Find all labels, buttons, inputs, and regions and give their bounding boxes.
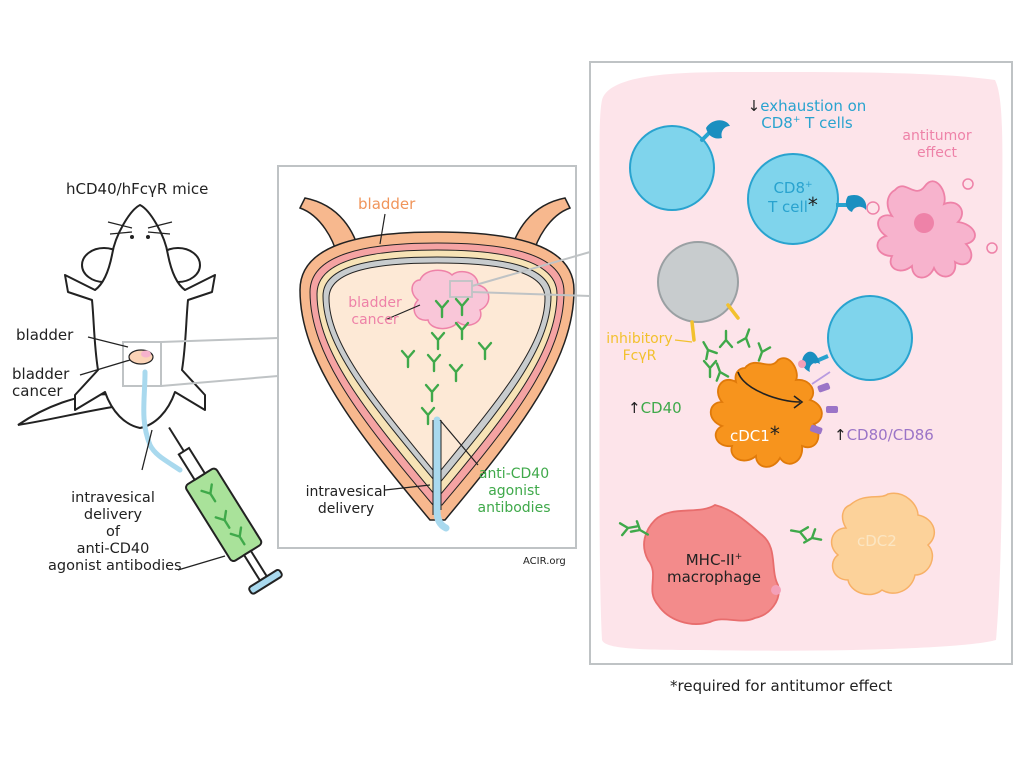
tcell-top [629, 120, 730, 211]
mouse-zoom-box [122, 341, 162, 387]
cd40-text: CD40 [640, 399, 682, 417]
mouse-delivery-label: intravesical delivery of anti-CD40 agoni… [48, 490, 182, 574]
mouse-body [64, 204, 216, 429]
panel-connectors [471, 251, 591, 297]
zoom-tumor [411, 269, 490, 330]
mouse-cancer [141, 350, 151, 358]
tcell-cdc1-contact [802, 295, 913, 385]
zoom-bladder-label: bladder [358, 195, 416, 213]
mouse-title: hCD40/hFcγR mice [66, 180, 209, 198]
exhaustion-text: exhaustion on [760, 97, 867, 115]
bladder-cross-section [298, 197, 575, 532]
cd80-text: CD80/CD86 [846, 426, 934, 444]
zoom-delivery-label: intravesical delivery [305, 484, 387, 517]
zoom-cancer-label: bladder cancer [348, 295, 402, 328]
cd8-text: CD8 [761, 114, 793, 132]
cdc2-label: cDC2 [857, 532, 897, 550]
tcell-cd8-text: CD8 [773, 179, 806, 197]
mouse-cancer-label: bladder cancer [12, 365, 70, 400]
syringe [168, 426, 283, 595]
macrophage-label: MHC-II+ macrophage [664, 552, 764, 586]
inhibitory-fcgr-label: inhibitory FcγR [606, 331, 673, 364]
fcgr-cell [657, 241, 740, 343]
cd8-sup: + [792, 115, 801, 125]
cd80-label: ↑CD80/CD86 [834, 427, 934, 444]
macrophage-cell [618, 504, 781, 625]
cd8-suffix: T cells [800, 114, 853, 132]
exhaustion-arrow: ↓ [747, 97, 761, 115]
mouse-catheter [141, 369, 183, 473]
tumor-cell [866, 178, 998, 279]
mouse-illustration [17, 204, 216, 473]
cdc1-asterisk: * [769, 422, 780, 446]
tcell-asterisk: * [807, 193, 818, 217]
tcell-sup: + [805, 180, 813, 190]
credit-text: ACIR.org [523, 556, 566, 567]
cd80-arrow: ↑ [834, 426, 847, 444]
tcell-label: CD8+ T cell* [758, 180, 828, 216]
mouse-bladder-label: bladder [16, 326, 74, 344]
cdc1-cell [709, 357, 838, 468]
cd40-label: ↑CD40 [628, 400, 682, 417]
cdc1-label: cDC1* [730, 424, 780, 445]
zoom-connectors [160, 337, 279, 387]
zoom-tumor-box [449, 280, 473, 298]
cdc1-text: cDC1 [730, 427, 770, 445]
footnote: *required for antitumor effect [670, 677, 893, 695]
tcell-cd8 [747, 153, 867, 245]
cd40-arrow: ↑ [628, 399, 641, 417]
cdc2-cell [788, 492, 936, 596]
macrophage-sup: + [734, 552, 743, 562]
antitumor-label: antitumor effect [902, 128, 972, 161]
exhaustion-label: ↓exhaustion on CD8+ T cells [742, 98, 872, 132]
zoom-antibody-label: anti-CD40 agonist antibodies [477, 466, 551, 516]
macrophage-text: MHC-II [685, 551, 735, 569]
zoom-catheter [433, 416, 450, 532]
macrophage-text-2: macrophage [666, 568, 762, 586]
tcell-t-cell-text: T cell [768, 198, 808, 216]
